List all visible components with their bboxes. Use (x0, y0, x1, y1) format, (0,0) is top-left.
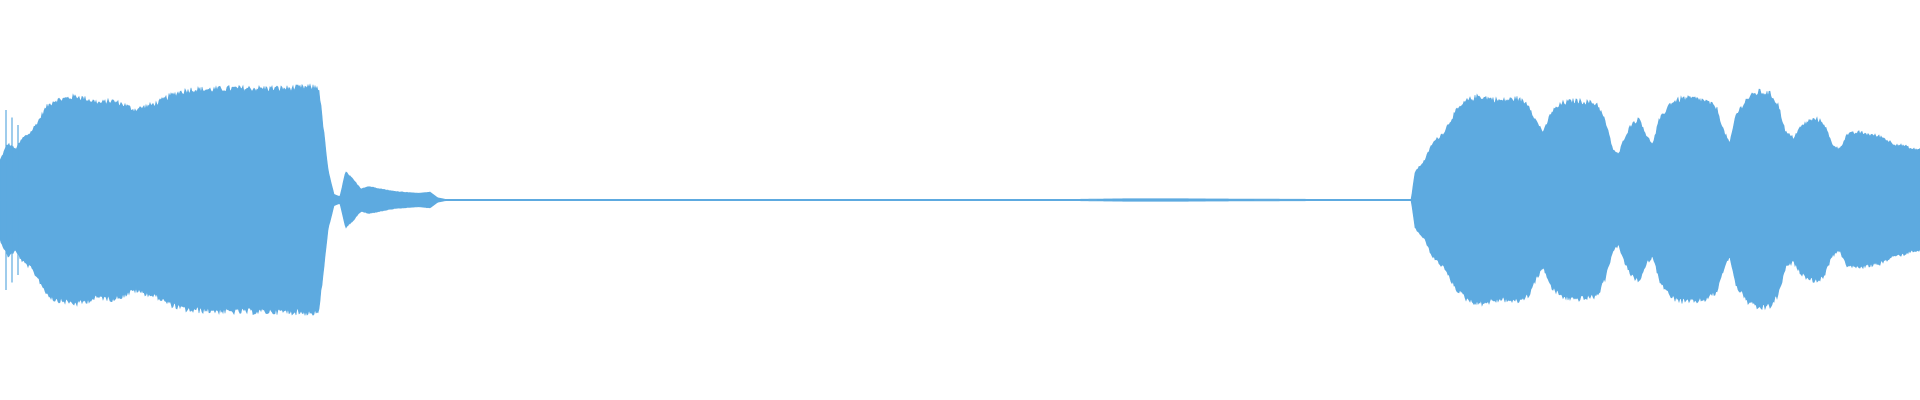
waveform-canvas[interactable] (0, 0, 1920, 400)
waveform-view[interactable] (0, 0, 1920, 400)
